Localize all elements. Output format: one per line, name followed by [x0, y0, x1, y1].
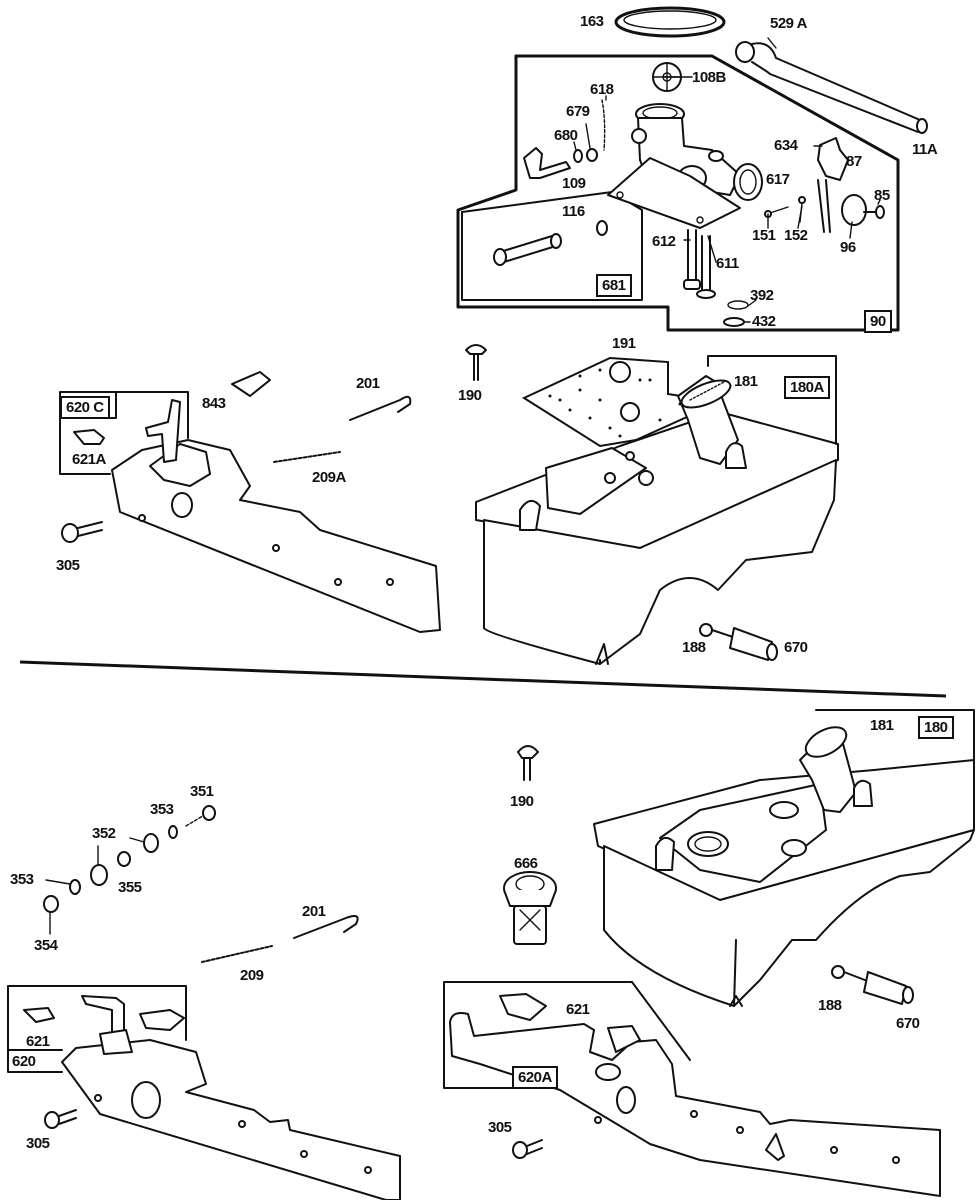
- label-201: 201: [356, 375, 380, 392]
- fuel-line-529a: [735, 41, 928, 134]
- spring-209: [201, 945, 273, 963]
- label-163: 163: [580, 13, 604, 30]
- control-bracket-620a: [443, 981, 941, 1197]
- fuel-tank-180: [593, 709, 975, 1007]
- label-843: 843: [202, 395, 226, 412]
- control-bracket-upper: [59, 391, 441, 633]
- label-151: 151: [752, 227, 776, 244]
- label-392: 392: [750, 287, 774, 304]
- washer-680: [573, 149, 583, 163]
- label-87: 87: [846, 153, 862, 170]
- leader-lines-carb: [573, 37, 881, 323]
- label-190: 190: [458, 387, 482, 404]
- label-432: 432: [752, 313, 776, 330]
- screw-190: [465, 344, 487, 381]
- label-201-lower: 201: [302, 903, 326, 920]
- spring-209a: [273, 451, 341, 463]
- label-353-upper: 353: [150, 801, 174, 818]
- kit-681-outline: [461, 191, 643, 301]
- label-188: 188: [682, 639, 706, 656]
- kit-label-180: 180: [918, 716, 954, 739]
- governor-link-201: [349, 395, 412, 421]
- label-680: 680: [554, 127, 578, 144]
- bolt-188-spacer-670-lower: [831, 965, 914, 1005]
- needle-valve: [493, 233, 562, 266]
- fuel-cap-666: [503, 871, 557, 945]
- label-621a: 621A: [72, 451, 106, 468]
- label-11a: 11A: [912, 141, 938, 158]
- seal-679: [586, 148, 598, 162]
- label-188-lower: 188: [818, 997, 842, 1014]
- o-ring-116: [596, 220, 608, 236]
- label-634: 634: [774, 137, 798, 154]
- carburetor-kit-outline: [456, 54, 900, 332]
- label-305-lower-right: 305: [488, 1119, 512, 1136]
- label-96: 96: [840, 239, 856, 256]
- label-353-lower: 353: [10, 871, 34, 888]
- label-618: 618: [590, 81, 614, 98]
- fuel-tank-180a: [475, 355, 839, 665]
- gasket-ring-163: [614, 6, 726, 38]
- label-191: 191: [612, 335, 636, 352]
- screw-305-lower-right: [512, 1139, 543, 1159]
- kit-label-620: 620: [12, 1053, 36, 1070]
- screw-305-lower-left: [44, 1109, 77, 1129]
- section-divider: [19, 660, 947, 698]
- governor-linkage-hardware: [43, 805, 216, 935]
- kit-label-681: 681: [596, 274, 632, 297]
- label-190-lower: 190: [510, 793, 534, 810]
- label-305-lower-left: 305: [26, 1135, 50, 1152]
- label-351: 351: [190, 783, 214, 800]
- label-529a: 529 A: [770, 15, 807, 32]
- label-354: 354: [34, 937, 58, 954]
- label-109: 109: [562, 175, 586, 192]
- throttle-shaft-109: [523, 147, 571, 179]
- label-305: 305: [56, 557, 80, 574]
- screw-305-upper: [61, 521, 103, 543]
- washer-432: [723, 317, 745, 327]
- label-116: 116: [562, 203, 585, 220]
- label-670: 670: [784, 639, 808, 656]
- governor-link-201-lower: [293, 915, 359, 939]
- label-621-lower-right: 621: [566, 1001, 590, 1018]
- kit-label-90: 90: [864, 310, 892, 333]
- kit-label-620a: 620A: [512, 1066, 558, 1089]
- control-bracket-620: [7, 985, 401, 1200]
- kit-label-620c: 620 C: [60, 396, 110, 419]
- spring-618: [601, 99, 606, 151]
- label-85: 85: [874, 187, 890, 204]
- bolt-188-spacer-670: [699, 623, 778, 661]
- label-209: 209: [240, 967, 264, 984]
- carburetor-body: [607, 103, 763, 229]
- label-617: 617: [766, 171, 790, 188]
- label-666: 666: [514, 855, 538, 872]
- label-181-lower: 181: [870, 717, 894, 734]
- mounting-screws-611-612: [683, 229, 716, 299]
- label-181: 181: [734, 373, 758, 390]
- label-612: 612: [652, 233, 676, 250]
- spring-392: [727, 300, 749, 310]
- kit-label-180a: 180A: [784, 376, 830, 399]
- label-355: 355: [118, 879, 142, 896]
- label-611: 611: [716, 255, 739, 272]
- label-352: 352: [92, 825, 116, 842]
- label-209a: 209A: [312, 469, 346, 486]
- screw-190-lower: [517, 745, 539, 781]
- label-679: 679: [566, 103, 590, 120]
- label-152: 152: [784, 227, 808, 244]
- label-670-lower: 670: [896, 1015, 920, 1032]
- label-108b: 108B: [692, 69, 726, 86]
- pad-843: [231, 371, 271, 397]
- label-621: 621: [26, 1033, 50, 1050]
